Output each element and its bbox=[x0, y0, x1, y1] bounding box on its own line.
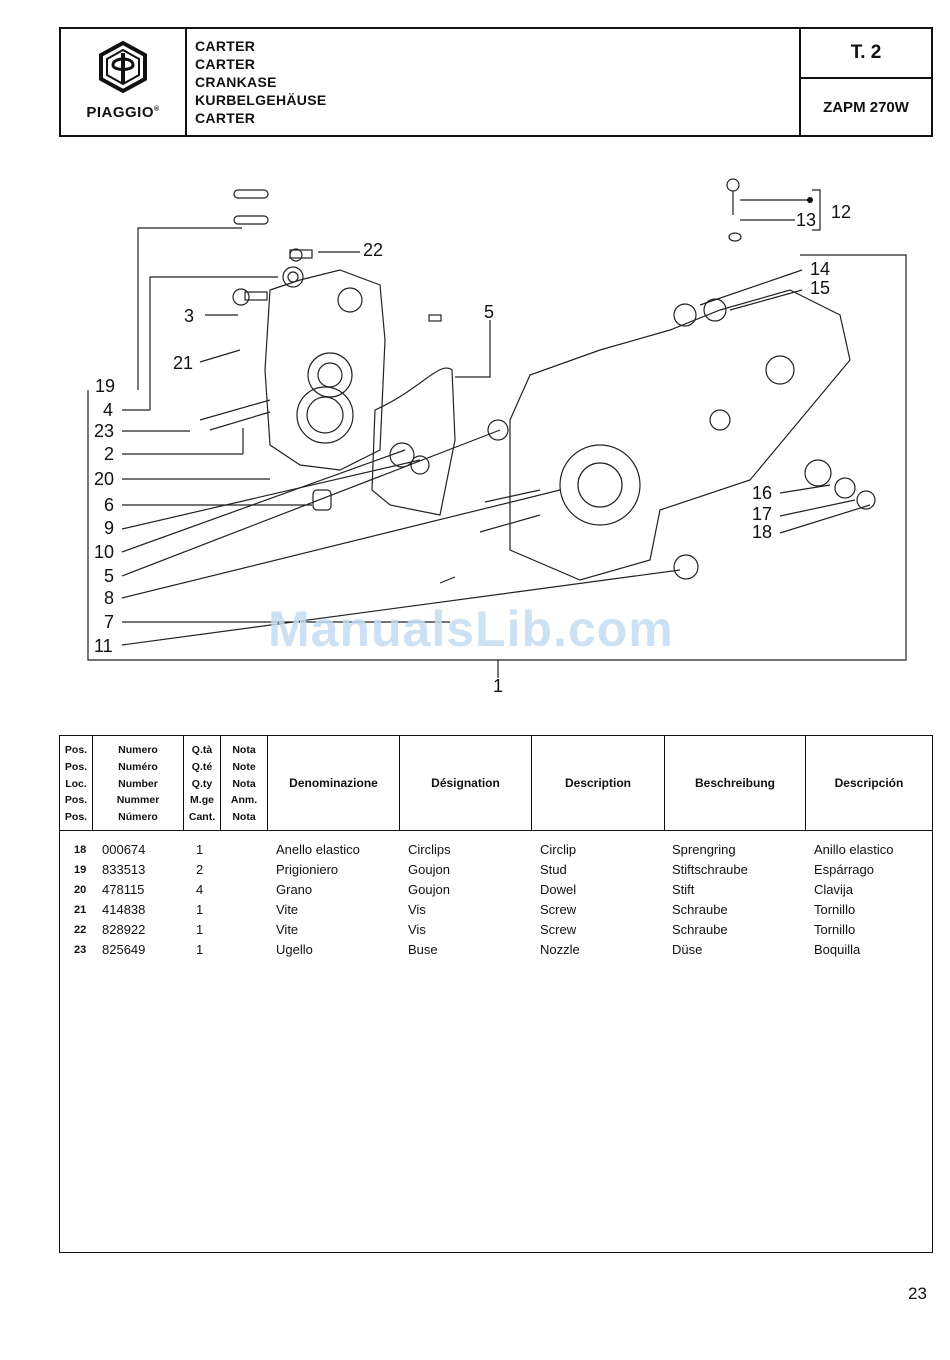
callout-18: 18 bbox=[752, 522, 773, 542]
header-pos: Pos.Pos.Loc.Pos.Pos. bbox=[60, 736, 93, 830]
table-row: 21 414838 1 Vite Vis Screw Schraube Torn… bbox=[74, 902, 856, 917]
table-body: 18 000674 1 Anello elastico Circlips Cir… bbox=[60, 840, 932, 960]
header-description: Description bbox=[532, 736, 665, 830]
table-row: 19 833513 2 Prigioniero Goujon Stud Stif… bbox=[74, 862, 874, 877]
callout-11: 11 bbox=[94, 636, 113, 656]
title-es: CARTER bbox=[195, 110, 256, 126]
callout-17: 17 bbox=[752, 504, 773, 524]
callout-14: 14 bbox=[810, 259, 831, 279]
table-number: T. 2 bbox=[801, 29, 931, 79]
callout-5-top: 5 bbox=[484, 302, 495, 322]
title-it: CARTER bbox=[195, 38, 256, 54]
callout-5-left: 5 bbox=[104, 566, 115, 586]
callout-2: 2 bbox=[104, 444, 115, 464]
table-row: 22 828922 1 Vite Vis Screw Schraube Torn… bbox=[74, 922, 856, 937]
callout-13: 13 bbox=[796, 210, 817, 230]
callout-3: 3 bbox=[184, 306, 195, 326]
header-beschreibung: Beschreibung bbox=[665, 736, 806, 830]
table-row: 23 825649 1 Ugello Buse Nozzle Düse Boqu… bbox=[74, 942, 861, 957]
watermark: ManualsLib.com bbox=[268, 601, 674, 657]
callout-21: 21 bbox=[173, 353, 194, 373]
callout-7: 7 bbox=[104, 612, 115, 632]
piaggio-emblem-icon bbox=[99, 40, 147, 94]
header-denominazione: Denominazione bbox=[268, 736, 400, 830]
title-de: KURBELGEHÄUSE bbox=[195, 92, 327, 108]
crankcase-drawing bbox=[87, 178, 907, 678]
callout-15: 15 bbox=[810, 278, 831, 298]
callout-12: 12 bbox=[831, 202, 852, 222]
callout-1: 1 bbox=[493, 676, 504, 696]
callout-23: 23 bbox=[94, 421, 115, 441]
callout-19: 19 bbox=[95, 376, 116, 396]
table-row: 20 478115 4 Grano Goujon Dowel Stift Cla… bbox=[74, 882, 854, 897]
callout-22: 22 bbox=[363, 240, 384, 260]
header-descripcion: Descripción bbox=[834, 776, 904, 790]
model-code: ZAPM 270W bbox=[823, 98, 909, 116]
callout-6: 6 bbox=[104, 495, 115, 515]
callout-8: 8 bbox=[104, 588, 115, 608]
title-fr: CARTER bbox=[195, 56, 256, 72]
piaggio-logo: PIAGGIO® bbox=[61, 29, 187, 135]
header-titles: CARTER CARTER CRANKASE KURBELGEHÄUSE CAR… bbox=[187, 29, 801, 135]
header-designation: Désignation bbox=[400, 736, 532, 830]
title-en: CRANKASE bbox=[195, 74, 277, 90]
callout-16: 16 bbox=[752, 483, 773, 503]
table-row: 18 000674 1 Anello elastico Circlips Cir… bbox=[74, 842, 894, 857]
callout-10: 10 bbox=[94, 542, 115, 562]
exploded-diagram: 19 4 23 2 20 6 9 10 5 8 7 11 3 21 22 5 1… bbox=[0, 160, 950, 700]
brand-name: PIAGGIO® bbox=[86, 104, 160, 121]
callout-9: 9 bbox=[104, 518, 115, 538]
page-header: PIAGGIO® CARTER CARTER CRANKASE KURBELGE… bbox=[59, 27, 933, 137]
callout-4: 4 bbox=[103, 400, 114, 420]
page-number: 23 bbox=[908, 1284, 927, 1303]
callout-20: 20 bbox=[94, 469, 115, 489]
